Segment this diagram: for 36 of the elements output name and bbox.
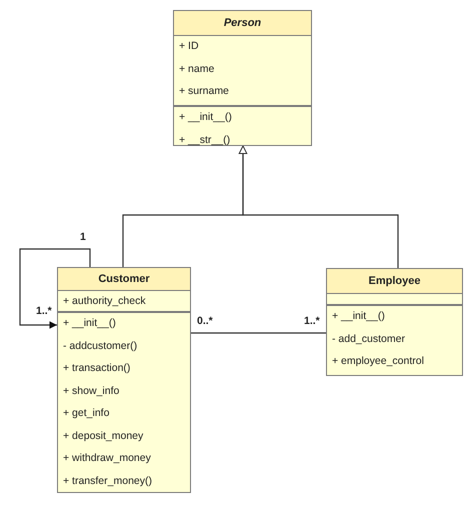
multiplicity-label: 1 [80, 231, 86, 243]
class-compartment [57, 312, 191, 493]
class-box [326, 268, 463, 376]
class-compartment [173, 106, 312, 146]
method-text: - addcustomer() [63, 340, 138, 352]
class-compartment [326, 305, 463, 376]
method-text: + show_info [63, 384, 120, 396]
method-text: + transaction() [63, 362, 130, 374]
class-name: Employee [368, 274, 422, 286]
class-box [57, 267, 191, 493]
class-compartment [326, 293, 463, 305]
attribute-text: + authority_check [63, 295, 146, 307]
association-line [191, 332, 326, 334]
multiplicity-label: 1..* [36, 305, 52, 317]
method-text: - add_customer [332, 332, 405, 344]
association-arrow [19, 248, 91, 329]
inheritance-arrow [238, 146, 399, 268]
class-box [173, 10, 312, 146]
multiplicity-label: 0..* [197, 315, 213, 327]
method-text: + withdraw_money [63, 452, 151, 464]
method-text: + __str__() [179, 134, 230, 146]
method-text: + transfer_money() [63, 474, 152, 486]
method-text: + __init__() [179, 111, 232, 123]
method-text: + __init__() [63, 317, 116, 329]
class-name: Person [222, 16, 262, 28]
class-compartment [173, 35, 312, 106]
attribute-text: + surname [179, 85, 229, 97]
method-text: + __init__() [332, 310, 385, 322]
class-name: Customer [97, 272, 151, 284]
attribute-text: + name [179, 62, 214, 74]
multiplicity-label: 1..* [304, 315, 320, 327]
method-text: + get_info [63, 407, 110, 419]
attribute-text: + ID [179, 40, 199, 52]
method-text: + deposit_money [63, 430, 144, 442]
method-text: + employee_control [332, 355, 424, 367]
class-compartment [57, 290, 191, 312]
